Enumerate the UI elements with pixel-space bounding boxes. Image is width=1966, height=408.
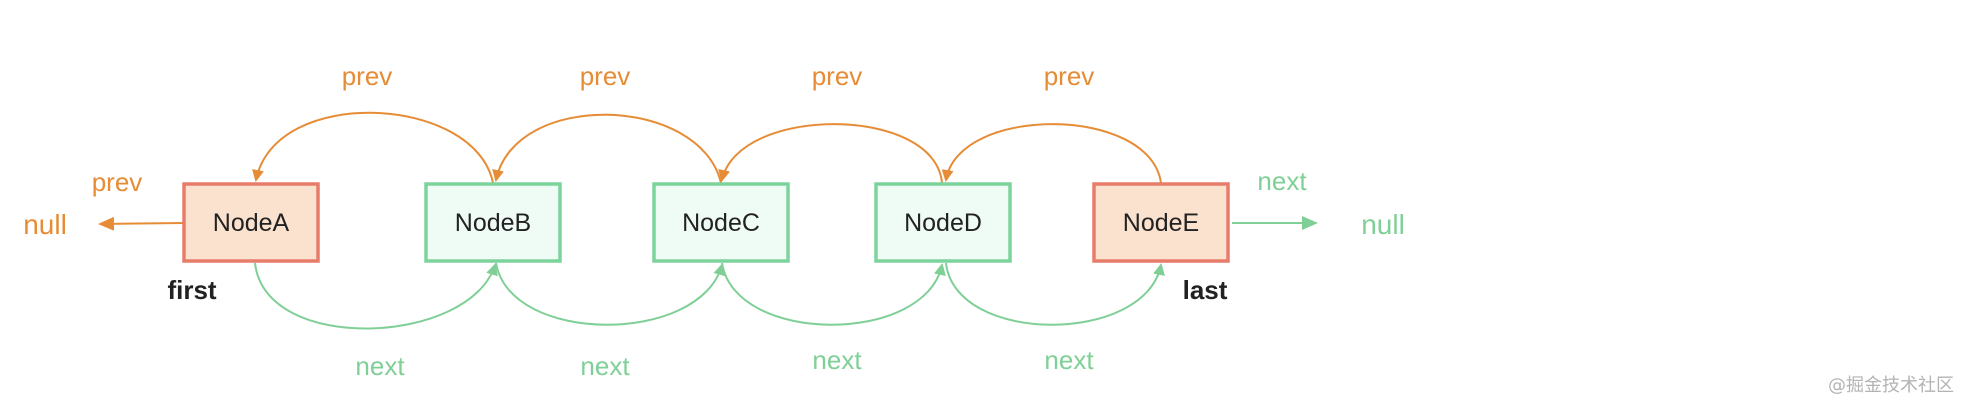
next-label-4: next (1044, 345, 1094, 375)
last-pointer-label: last (1183, 275, 1228, 305)
null-right-label: null (1361, 209, 1405, 240)
null-left-label: null (23, 209, 67, 240)
prev-arc-d-to-c (718, 123, 943, 184)
next-label-2: next (580, 351, 630, 381)
next-label-3: next (812, 345, 862, 375)
prev-label-1: prev (342, 61, 393, 91)
null-left-arrow (98, 216, 185, 231)
next-arc-d-to-e (945, 262, 1165, 326)
first-pointer-label: first (167, 275, 216, 305)
node-c: NodeC (652, 182, 790, 263)
next-label-1: next (355, 351, 405, 381)
prev-label-4: prev (1044, 61, 1095, 91)
node-e: NodeE (1092, 182, 1230, 263)
node-d-label: NodeD (904, 209, 982, 237)
prev-arc-e-to-d (941, 123, 1162, 184)
node-b: NodeB (424, 182, 562, 263)
node-c-label: NodeC (682, 209, 760, 237)
node-d: NodeD (874, 182, 1012, 263)
prev-arc-b-to-a (252, 111, 494, 184)
prev-label-3: prev (812, 61, 863, 91)
node-a-label: NodeA (213, 209, 290, 237)
node-b-label: NodeB (455, 209, 531, 237)
prev-label-2: prev (580, 61, 631, 91)
prev-label-null: prev (92, 167, 143, 197)
next-arc-a-to-b (254, 262, 498, 330)
node-e-label: NodeE (1123, 209, 1199, 237)
watermark-text: @掘金技术社区 (1828, 375, 1954, 396)
next-arc-b-to-c (495, 262, 726, 326)
node-a: NodeA (182, 182, 320, 263)
next-arc-c-to-d (721, 262, 946, 326)
next-label-null: next (1257, 166, 1307, 196)
prev-arc-c-to-b (492, 113, 722, 184)
